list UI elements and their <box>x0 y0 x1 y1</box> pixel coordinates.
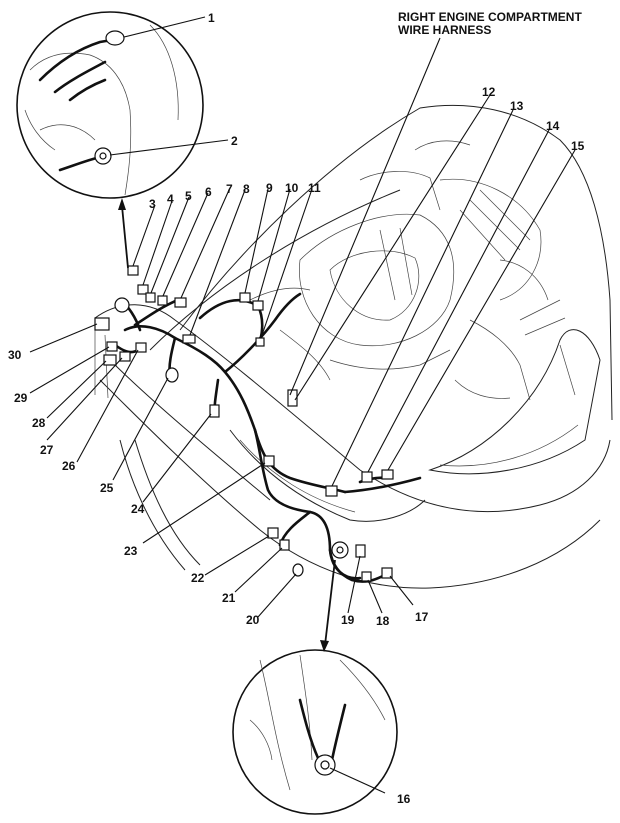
callout-6: 6 <box>205 185 212 199</box>
callout-16: 16 <box>397 792 411 806</box>
callout-10: 10 <box>285 181 299 195</box>
callout-24: 24 <box>131 502 145 516</box>
callout-3: 3 <box>149 197 156 211</box>
detail-arrows <box>118 198 336 652</box>
connector-14 <box>361 471 373 483</box>
callout-19: 19 <box>341 613 355 627</box>
callout-14: 14 <box>546 119 560 133</box>
callout-9: 9 <box>266 181 273 195</box>
connector-11 <box>255 337 265 347</box>
connector-21 <box>279 539 290 551</box>
diagram-title-line-1: RIGHT ENGINE COMPARTMENT <box>398 10 582 24</box>
callout-labels: 1 2 3 4 5 6 7 8 9 10 11 12 13 14 15 16 1… <box>8 11 585 806</box>
connector-23 <box>263 455 275 467</box>
connector-7 <box>174 297 187 308</box>
connectors <box>94 265 394 582</box>
connector-26 <box>135 342 147 353</box>
callout-4: 4 <box>167 192 174 206</box>
callout-17: 17 <box>415 610 429 624</box>
callout-27: 27 <box>40 443 54 457</box>
connector-17 <box>381 567 393 579</box>
callout-2: 2 <box>231 134 238 148</box>
callout-1: 1 <box>208 11 215 25</box>
connector-22 <box>267 527 279 539</box>
connector-28 <box>103 354 117 366</box>
connector-8 <box>182 334 196 344</box>
callout-13: 13 <box>510 99 524 113</box>
connector-13 <box>325 485 338 497</box>
callout-29: 29 <box>14 391 28 405</box>
ground-terminal-1-2 <box>114 297 130 313</box>
callout-30: 30 <box>8 348 22 362</box>
callout-28: 28 <box>32 416 46 430</box>
callout-23: 23 <box>124 544 138 558</box>
connector-29 <box>106 341 118 352</box>
callout-20: 20 <box>246 613 260 627</box>
connector-15 <box>381 469 394 480</box>
connector-10 <box>252 300 264 311</box>
connector-9 <box>239 292 251 303</box>
connector-24 <box>209 404 220 418</box>
callout-5: 5 <box>185 189 192 203</box>
connector-5 <box>145 292 156 303</box>
connector-6 <box>157 295 168 306</box>
detail-view-bottom <box>232 649 398 815</box>
callout-12: 12 <box>482 85 496 99</box>
detail-view-top <box>16 11 204 199</box>
leader-lines <box>29 16 576 794</box>
engine-bay-detail <box>249 140 566 401</box>
callout-7: 7 <box>226 182 233 196</box>
connector-20 <box>292 563 304 577</box>
callout-11: 11 <box>308 181 321 195</box>
car-body-outline <box>94 104 613 589</box>
connector-19 <box>355 544 366 558</box>
diagram-title-line-2: WIRE HARNESS <box>398 23 491 37</box>
callout-21: 21 <box>222 591 236 605</box>
connector-18 <box>361 571 372 582</box>
connector-3 <box>127 265 139 276</box>
callout-18: 18 <box>376 614 390 628</box>
callout-15: 15 <box>571 139 585 153</box>
callout-25: 25 <box>100 481 114 495</box>
connector-30 <box>94 317 110 331</box>
callout-26: 26 <box>62 459 76 473</box>
connector-25 <box>165 367 179 383</box>
connector-27 <box>119 351 131 362</box>
callout-8: 8 <box>243 182 250 196</box>
callout-22: 22 <box>191 571 205 585</box>
